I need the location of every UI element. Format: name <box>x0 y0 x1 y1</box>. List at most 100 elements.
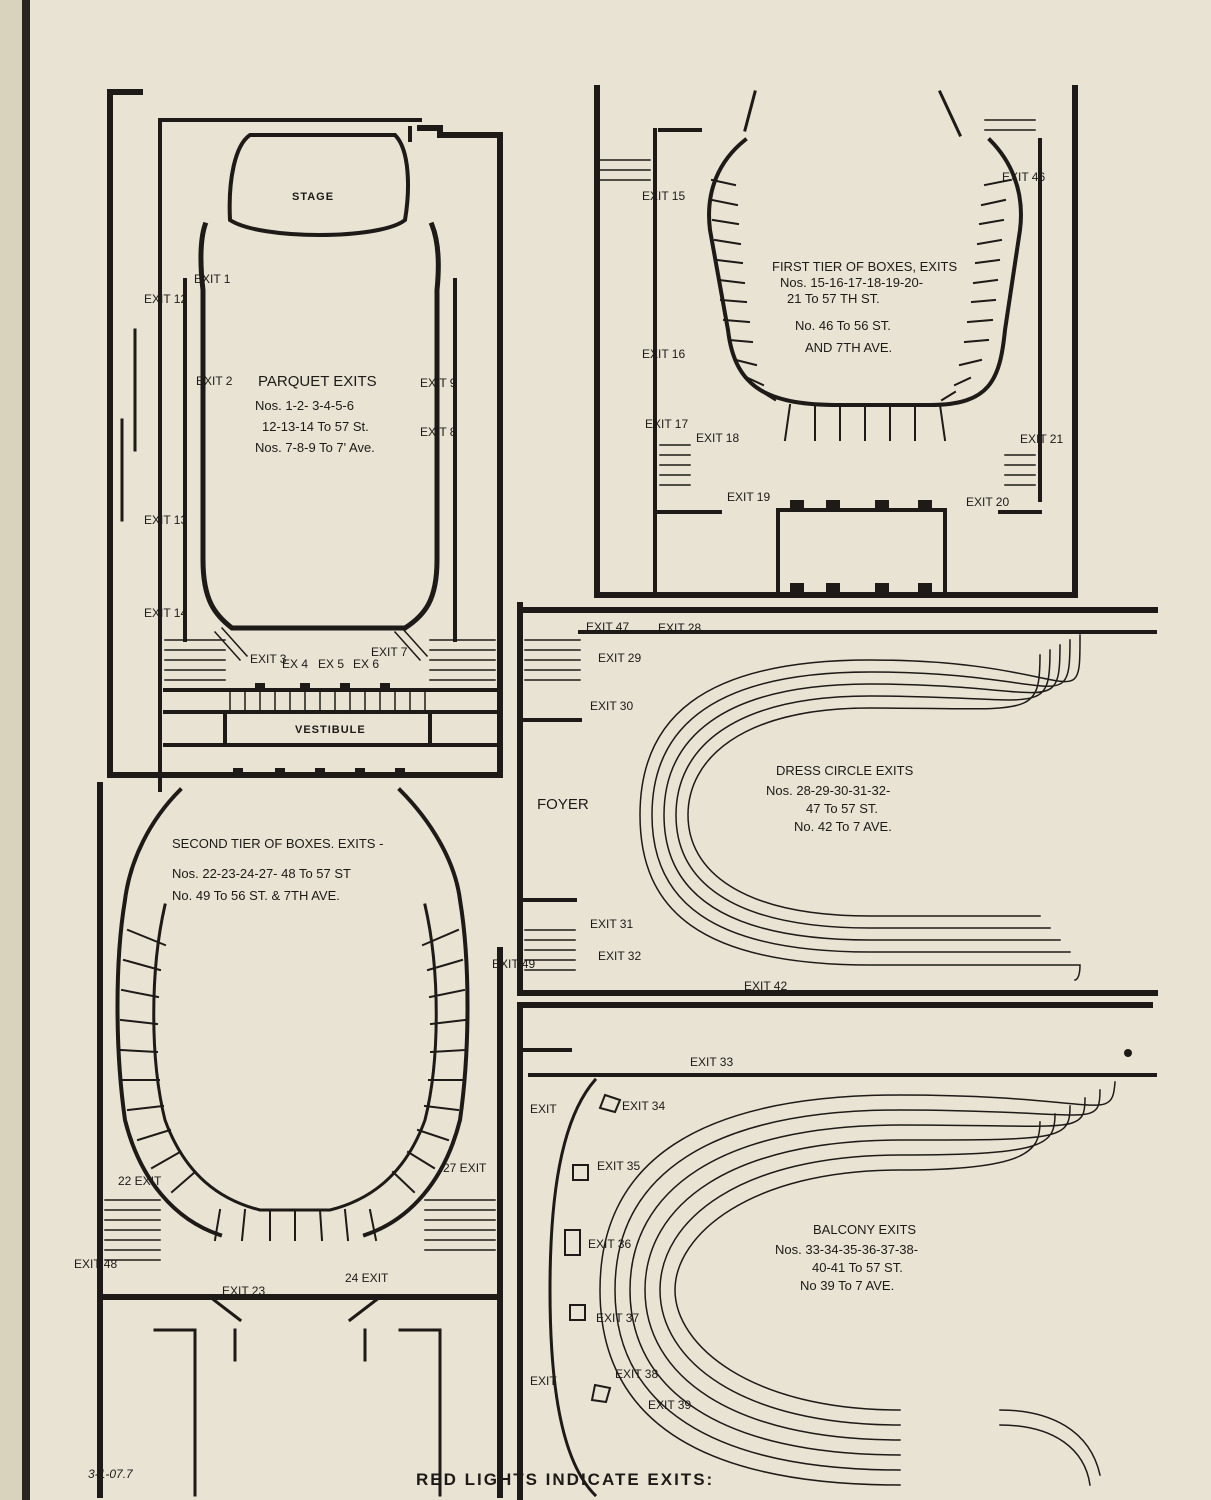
balcony-line-3: No 39 To 7 AVE. <box>800 1278 894 1293</box>
exit-19-label: EXIT 19 <box>727 490 770 504</box>
balcony-exit-boxes <box>564 1093 622 1404</box>
balcony-outer-arc <box>548 1077 598 1498</box>
second-tier-horseshoe <box>115 787 470 1238</box>
second-tier-stairs <box>104 1199 496 1261</box>
first-tier-outer-boxes <box>783 403 947 442</box>
door-markers <box>233 500 1132 1057</box>
exit-5-label: EX 5 <box>318 657 344 671</box>
exit-27-label: 27 EXIT <box>443 1161 487 1175</box>
exit-1-label: EXIT 1 <box>194 272 231 286</box>
exit-48-label: EXIT 48 <box>74 1257 117 1271</box>
dress-circle-plan <box>517 602 1158 996</box>
balcony-line-1: Nos. 33-34-35-36-37-38- <box>775 1242 918 1257</box>
exit-7-label: EXIT 7 <box>371 645 408 659</box>
exit-35-label: EXIT 35 <box>597 1159 640 1173</box>
balcony-inner-wall <box>518 1048 1157 1077</box>
exit-4-label: EX 4 <box>282 657 308 671</box>
parquet-plan <box>107 89 503 792</box>
exit-36-label: EXIT 36 <box>588 1237 631 1251</box>
exit-6-label: EX 6 <box>353 657 379 671</box>
dress-circle-stairs <box>524 639 581 971</box>
exit-23-label: EXIT 23 <box>222 1284 265 1298</box>
exit-3-label: EXIT 3 <box>250 652 287 666</box>
first-tier-outer-wall <box>594 85 1078 598</box>
first-tier-title: FIRST TIER OF BOXES, EXITS <box>772 259 957 274</box>
parquet-outer-wall <box>107 89 503 778</box>
exit-30-label: EXIT 30 <box>590 699 633 713</box>
exit-34-label: EXIT 34 <box>622 1099 665 1113</box>
parquet-entry-stair <box>213 626 429 662</box>
dress-circle-rows <box>639 634 1081 981</box>
exit-15-label: EXIT 15 <box>642 189 685 203</box>
dress-circle-outer-wall <box>517 602 1158 996</box>
second-tier-outer-wall <box>97 782 503 1498</box>
exit-18-label: EXIT 18 <box>696 431 739 445</box>
parquet-line-1: Nos. 1-2- 3-4-5-6 <box>255 398 354 413</box>
balcony-plan <box>517 1002 1157 1500</box>
exit-31-label: EXIT 31 <box>590 917 633 931</box>
exit-16-label: EXIT 16 <box>642 347 685 361</box>
left-margin-strip <box>0 0 22 1500</box>
exit-14-label: EXIT 14 <box>144 606 187 620</box>
first-tier-line-1: Nos. 15-16-17-18-19-20- <box>780 275 923 290</box>
exit-46-label: EXIT 46 <box>1002 170 1045 184</box>
exit-17-label: EXIT 17 <box>645 417 688 431</box>
exit-39-label: EXIT 39 <box>648 1398 691 1412</box>
balcony-exit-upper-label: EXIT <box>530 1102 557 1116</box>
first-tier-line-3: No. 46 To 56 ST. <box>795 318 891 333</box>
parquet-line-2: 12-13-14 To 57 St. <box>262 419 369 434</box>
exit-37-label: EXIT 37 <box>596 1311 639 1325</box>
exit-2-label: EXIT 2 <box>196 374 233 388</box>
first-tier-line-2: 21 To 57 TH ST. <box>787 291 880 306</box>
first-tier-lower-rooms <box>653 508 1042 597</box>
exit-20-label: EXIT 20 <box>966 495 1009 509</box>
exit-8-label: EXIT 8 <box>420 425 457 439</box>
exit-32-label: EXIT 32 <box>598 949 641 963</box>
second-tier-line-2: No. 49 To 56 ST. & 7TH AVE. <box>172 888 340 903</box>
foyer-label: FOYER <box>537 796 589 813</box>
second-tier-plan <box>97 782 503 1498</box>
exit-38-label: EXIT 38 <box>615 1367 658 1381</box>
exit-24-label: 24 EXIT <box>345 1271 389 1285</box>
parquet-side-walls <box>183 278 457 642</box>
handwritten-note: 3-1-07.7 <box>88 1467 134 1481</box>
exit-22-label: 22 EXIT <box>118 1174 162 1188</box>
dress-circle-title: DRESS CIRCLE EXITS <box>776 763 914 778</box>
stage-outline <box>227 133 410 237</box>
exit-13-label: EXIT 13 <box>144 513 187 527</box>
exit-47-label: EXIT 47 <box>586 620 629 634</box>
second-tier-box-partitions <box>119 928 467 1242</box>
dress-circle-line-1: Nos. 28-29-30-31-32- <box>766 783 890 798</box>
dress-circle-line-3: No. 42 To 7 AVE. <box>794 819 892 834</box>
parquet-line-3: Nos. 7-8-9 To 7' Ave. <box>255 440 375 455</box>
left-corridor <box>120 298 162 642</box>
second-tier-title: SECOND TIER OF BOXES. EXITS - <box>172 836 383 851</box>
exit-12-label: EXIT 12 <box>144 292 187 306</box>
second-tier-line-1: Nos. 22-23-24-27- 48 To 57 ST <box>172 866 351 881</box>
parquet-floor <box>198 221 441 631</box>
first-tier-box-partitions <box>710 178 1012 402</box>
exit-42-label: EXIT 42 <box>744 979 787 993</box>
dress-circle-inner-wall <box>518 630 1157 902</box>
first-tier-inner-wall <box>653 128 1042 597</box>
balcony-title: BALCONY EXITS <box>813 1222 916 1237</box>
exit-33-label: EXIT 33 <box>690 1055 733 1069</box>
first-tier-stairs <box>599 119 1036 486</box>
vestibule-label: VESTIBULE <box>295 724 366 736</box>
dress-circle-line-2: 47 To 57 ST. <box>806 801 878 816</box>
first-tier-line-4: AND 7TH AVE. <box>805 340 892 355</box>
balcony-outer-wall <box>517 1002 1153 1500</box>
parquet-title: PARQUET EXITS <box>258 373 377 390</box>
balcony-line-2: 40-41 To 57 ST. <box>812 1260 903 1275</box>
exit-49-label: EXIT 49 <box>492 957 535 971</box>
paper-sheet <box>30 0 1211 1500</box>
footer-caption: RED LIGHTS INDICATE EXITS: <box>416 1470 714 1489</box>
second-tier-lower-rooms <box>153 1294 442 1497</box>
parquet-stairs <box>164 639 496 713</box>
exit-21-label: EXIT 21 <box>1020 432 1063 446</box>
exit-28-label: EXIT 28 <box>658 621 701 635</box>
exit-29-label: EXIT 29 <box>598 651 641 665</box>
stage-label: STAGE <box>292 191 334 203</box>
first-tier-plan <box>594 85 1078 598</box>
